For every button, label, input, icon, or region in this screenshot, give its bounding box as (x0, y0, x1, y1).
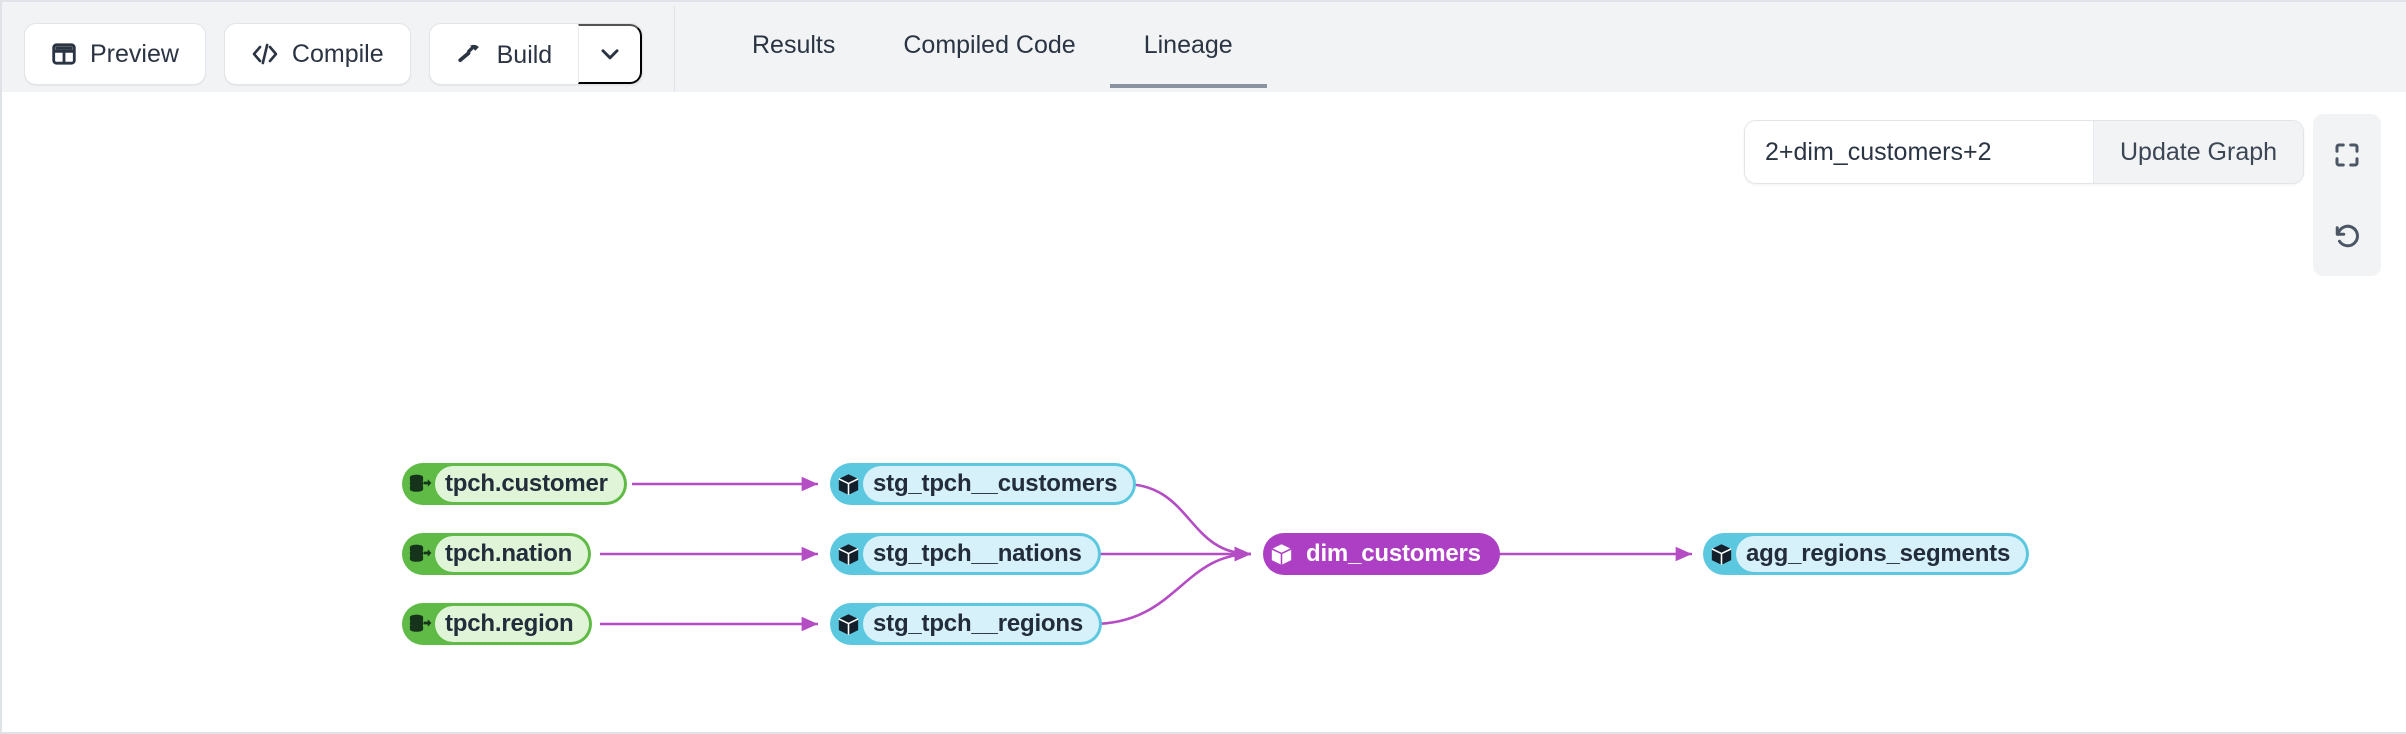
lineage-node-agg-regions-segments[interactable]: agg_regions_segments (1703, 533, 2030, 575)
compile-button-label: Compile (291, 39, 384, 68)
toolbar-divider (674, 6, 675, 92)
lineage-node-label: tpch.nation (435, 536, 589, 572)
tab-compiled-code-label: Compiled Code (903, 30, 1076, 59)
build-split-button: Build (428, 23, 644, 86)
cube-model-icon (833, 536, 863, 572)
lineage-graph[interactable]: tpch.customer tpch.nation (2, 92, 2406, 732)
database-source-icon (405, 536, 435, 572)
lineage-node-label: stg_tpch__regions (863, 606, 1099, 642)
lineage-node-dim-customers[interactable]: dim_customers (1263, 533, 1500, 575)
cube-model-icon (1266, 536, 1296, 572)
preview-button[interactable]: Preview (24, 23, 206, 85)
graph-selector-input[interactable] (1745, 121, 2093, 183)
lineage-node-label: tpch.customer (435, 466, 624, 502)
graph-selector-group: Update Graph (1744, 120, 2305, 184)
lineage-node-stg-tpch-customers[interactable]: stg_tpch__customers (830, 463, 1137, 505)
cube-model-icon (833, 466, 863, 502)
edge-stg-customers-to-dim (1123, 482, 1252, 562)
database-source-icon (405, 606, 435, 642)
cube-model-icon (1706, 536, 1736, 572)
tab-compiled-code[interactable]: Compiled Code (869, 2, 1109, 88)
canvas-tool-group (2313, 114, 2381, 276)
lineage-canvas[interactable]: Update Graph (2, 92, 2406, 732)
lineage-node-stg-tpch-nations[interactable]: stg_tpch__nations (830, 533, 1101, 575)
tab-results-label: Results (752, 30, 836, 59)
chevron-down-icon (597, 41, 623, 67)
build-button[interactable]: Build (430, 24, 579, 86)
lineage-edges (600, 476, 1692, 632)
build-button-label: Build (496, 40, 553, 69)
lineage-node-label: agg_regions_segments (1736, 536, 2027, 572)
code-brackets-icon (251, 41, 279, 67)
lineage-node-tpch-customer[interactable]: tpch.customer (402, 463, 627, 505)
tab-lineage[interactable]: Lineage (1109, 2, 1267, 88)
lineage-node-tpch-nation[interactable]: tpch.nation (402, 533, 592, 575)
lineage-node-label: stg_tpch__customers (863, 466, 1134, 502)
top-toolbar: Preview Compile (2, 2, 2406, 92)
lineage-node-label: tpch.region (435, 606, 590, 642)
reset-view-button[interactable] (2316, 204, 2378, 266)
lineage-node-label: stg_tpch__nations (863, 536, 1098, 572)
compile-button[interactable]: Compile (223, 23, 411, 85)
fullscreen-button[interactable] (2316, 124, 2378, 186)
tab-bar: Results Compiled Code Lineage (718, 2, 1267, 92)
lineage-node-label: dim_customers (1306, 540, 1481, 567)
tab-lineage-label: Lineage (1143, 30, 1233, 59)
tab-results[interactable]: Results (718, 2, 869, 88)
fullscreen-expand-icon (2332, 140, 2362, 170)
hammer-icon (456, 42, 484, 68)
table-grid-icon (51, 41, 77, 67)
build-dropdown-toggle[interactable] (578, 24, 643, 84)
lineage-node-stg-tpch-regions[interactable]: stg_tpch__regions (830, 603, 1102, 645)
lineage-node-tpch-region[interactable]: tpch.region (402, 603, 593, 645)
reset-rotate-ccw-icon (2332, 220, 2362, 250)
update-graph-button[interactable]: Update Graph (2093, 121, 2304, 183)
edge-stg-regions-to-dim (1091, 546, 1252, 626)
database-source-icon (405, 466, 435, 502)
cube-model-icon (833, 606, 863, 642)
preview-button-label: Preview (90, 39, 179, 68)
action-button-group: Preview Compile (2, 2, 644, 92)
